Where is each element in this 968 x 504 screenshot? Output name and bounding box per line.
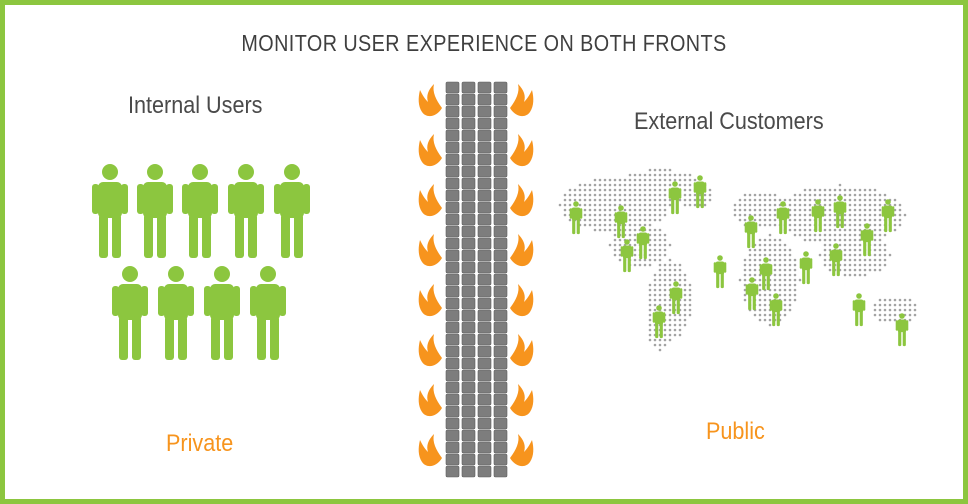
flame-icon <box>510 134 534 167</box>
flame-icon <box>510 434 534 467</box>
person-icon <box>158 266 194 360</box>
world-map-icon <box>558 168 917 352</box>
flames-group <box>418 84 534 467</box>
flame-icon <box>418 434 442 467</box>
flame-icon <box>418 384 442 417</box>
person-icon <box>776 201 790 235</box>
person-icon <box>881 199 895 233</box>
person-icon <box>745 277 759 311</box>
person-icon <box>713 255 727 289</box>
flame-icon <box>510 384 534 417</box>
person-icon <box>620 239 634 273</box>
firewall-icon <box>445 81 508 478</box>
flame-icon <box>510 184 534 217</box>
flame-icon <box>418 134 442 167</box>
internal-users-group <box>92 164 310 360</box>
public-zone-label: Public <box>706 418 765 445</box>
flame-icon <box>418 184 442 217</box>
internal-users-label: Internal Users <box>128 92 263 119</box>
person-icon <box>274 164 310 258</box>
external-customers-label: External Customers <box>634 108 824 135</box>
person-icon <box>860 223 874 257</box>
person-icon <box>182 164 218 258</box>
private-zone-label: Private <box>166 430 234 457</box>
flame-icon <box>418 284 442 317</box>
person-icon <box>636 226 650 260</box>
flame-icon <box>510 84 534 117</box>
person-icon <box>799 251 813 285</box>
person-icon <box>852 293 866 327</box>
person-icon <box>92 164 128 258</box>
flame-icon <box>418 234 442 267</box>
person-icon <box>112 266 148 360</box>
person-icon <box>811 199 825 233</box>
person-icon <box>137 164 173 258</box>
person-icon <box>895 313 909 347</box>
person-icon <box>204 266 240 360</box>
person-icon <box>250 266 286 360</box>
diagram-title: MONITOR USER EXPERIENCE ON BOTH FRONTS <box>241 30 727 56</box>
person-icon <box>228 164 264 258</box>
flame-icon <box>510 334 534 367</box>
flame-icon <box>510 234 534 267</box>
flame-icon <box>418 84 442 117</box>
flame-icon <box>510 284 534 317</box>
flame-icon <box>418 334 442 367</box>
